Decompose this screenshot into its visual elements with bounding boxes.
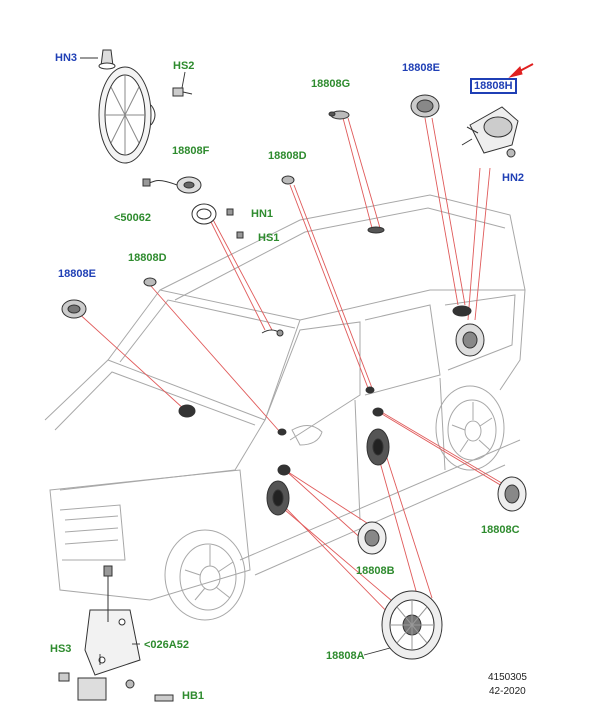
part-hn3-clip <box>98 49 116 70</box>
parts <box>58 49 527 702</box>
part-hs3-screw <box>58 672 70 682</box>
label-18808d-left: 18808D <box>128 252 167 264</box>
label-hn1-top: HN1 <box>251 208 274 220</box>
label-ticks <box>80 57 391 665</box>
part-rear-sub <box>455 323 485 357</box>
part-18808h <box>461 106 519 154</box>
label-18808d-top: 18808D <box>268 150 307 162</box>
part-bottom-nut <box>125 679 135 689</box>
label-hn2: HN2 <box>502 172 525 184</box>
part-rear-door-woofer <box>366 428 390 466</box>
reference-number: 4150305 <box>488 672 527 683</box>
label-026a52: <026A52 <box>144 639 189 651</box>
part-rear-tweeter <box>452 305 472 317</box>
reference-date: 42-2020 <box>489 686 526 697</box>
part-18808g <box>328 110 350 120</box>
label-hs2: HS2 <box>173 60 195 72</box>
part-hn2-nut <box>506 148 516 158</box>
part-18808e-left <box>61 299 87 319</box>
label-18808f: 18808F <box>172 145 210 157</box>
part-hb1-bolt <box>154 694 174 702</box>
red-arrow-icon <box>508 63 534 78</box>
part-front-door-woofer <box>266 480 290 516</box>
part-bracket-026a52 <box>84 609 141 676</box>
part-dash-tweeter <box>178 404 196 418</box>
part-18808e-top <box>410 94 440 118</box>
part-amp-module <box>77 677 107 701</box>
part-rear-door-tweeter <box>372 407 384 417</box>
label-18808h: 18808H <box>470 78 517 94</box>
label-hb1: HB1 <box>182 690 205 702</box>
part-front-door-tweeter <box>277 464 291 476</box>
part-bracket-stud <box>103 565 113 622</box>
part-18808a <box>381 590 443 660</box>
part-18808b <box>357 521 387 555</box>
label-hs3: HS3 <box>50 643 72 655</box>
label-50062: <50062 <box>114 212 152 224</box>
part-hn1-top <box>226 208 234 216</box>
label-18808e-top: 18808E <box>402 62 440 74</box>
label-18808b: 18808B <box>356 565 395 577</box>
vehicle-outline <box>44 194 526 621</box>
label-hs1: HS1 <box>258 232 280 244</box>
part-mirror-tweeter <box>277 428 287 436</box>
part-18808f <box>142 176 202 194</box>
label-18808e-left: 18808E <box>58 268 96 280</box>
part-18808c <box>497 476 527 512</box>
part-18808d-left <box>143 277 157 287</box>
part-roof-tweeter <box>367 226 385 234</box>
part-speaker-grille-large <box>98 66 156 164</box>
part-pillar-clip <box>261 329 284 337</box>
leader-lines <box>74 117 513 621</box>
part-hs2-screw <box>172 87 193 97</box>
part-18808d-top <box>281 175 295 185</box>
label-18808a: 18808A <box>326 650 365 662</box>
part-hs1 <box>236 231 244 239</box>
part-bpillar <box>365 386 375 394</box>
label-hn3: HN3 <box>55 52 78 64</box>
part-50062-ring <box>191 203 217 225</box>
label-18808c: 18808C <box>481 524 520 536</box>
label-18808g: 18808G <box>311 78 351 90</box>
